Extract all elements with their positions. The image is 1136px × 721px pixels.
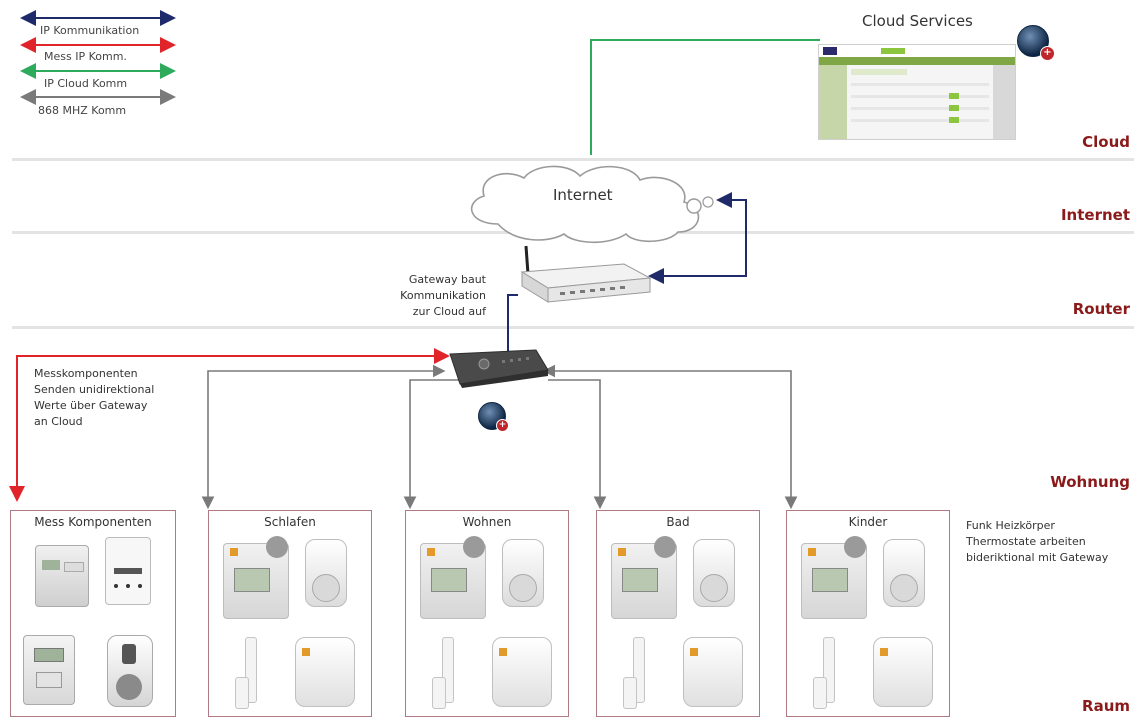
radio-line-wohnen	[403, 379, 460, 510]
room-title: Kinder	[848, 515, 888, 529]
brand-logo	[302, 648, 310, 656]
layer-separator-cloud	[12, 158, 1134, 161]
gateway-note-line: zur Cloud auf	[412, 305, 486, 318]
mess-gateway-line	[9, 348, 450, 502]
badge-icon: +	[496, 419, 509, 432]
room-title: Schlafen	[264, 515, 316, 529]
thermostat-icon	[611, 536, 677, 619]
layer-separator-router	[12, 326, 1134, 329]
brand-logo	[880, 648, 888, 656]
radio-line-schlafen	[201, 364, 446, 510]
legend-label-ip: IP Kommunikation	[40, 24, 140, 37]
thermostat-icon	[873, 637, 933, 707]
plug-socket	[700, 574, 728, 602]
thermostat-icon	[683, 637, 743, 707]
brand-logo	[499, 648, 507, 656]
mess-note: Messkomponenten Senden unidirektional We…	[34, 366, 154, 430]
thermostat-icon	[223, 536, 289, 619]
internet-router-line	[648, 192, 747, 284]
plug-icon	[883, 539, 925, 607]
room-kinder: Kinder	[786, 510, 950, 717]
mess-note-line: Messkomponenten	[34, 367, 138, 380]
meter-icon	[23, 635, 75, 705]
sensor-icon	[432, 677, 446, 709]
meter-icon	[105, 537, 151, 605]
plug-icon	[502, 539, 544, 607]
room-bad: Bad	[596, 510, 760, 717]
layer-label-cloud: Cloud	[1082, 133, 1130, 151]
room-schlafen: Schlafen	[208, 510, 372, 717]
gateway-note-line: Kommunikation	[400, 289, 486, 302]
plug-icon	[305, 539, 347, 607]
layer-label-internet: Internet	[1060, 206, 1130, 224]
thermostat-display	[431, 568, 467, 592]
brand-logo	[808, 548, 816, 556]
thermostat-knob	[654, 536, 676, 558]
cloud-icon	[470, 165, 714, 244]
thermostat-note-line: Thermostate arbeiten	[966, 535, 1086, 548]
mess-note-line: Senden unidirektional	[34, 383, 155, 396]
brand-logo	[230, 548, 238, 556]
thermostat-note-line: Funk Heizkörper	[966, 519, 1055, 532]
thermostat-icon	[420, 536, 486, 619]
thermostat-note: Funk Heizkörper Thermostate arbeiten bid…	[966, 518, 1108, 566]
cloud-services-title: Cloud Services	[862, 12, 973, 30]
badge-icon: +	[1040, 46, 1055, 61]
router-gateway-line	[507, 294, 518, 356]
room-mess-komponenten: Mess Komponenten	[10, 510, 176, 717]
thermostat-knob	[844, 536, 866, 558]
plug-icon	[693, 539, 735, 607]
cloud-dashboard-thumbnail	[818, 44, 1016, 140]
room-title: Mess Komponenten	[34, 515, 152, 529]
thermostat-display	[812, 568, 848, 592]
radio-line-kinder	[542, 364, 798, 510]
brand-logo	[690, 648, 698, 656]
thermostat-note-line: bideriktional mit Gateway	[966, 551, 1109, 564]
layer-label-wohnung: Wohnung	[1050, 473, 1130, 491]
thermostat-display	[234, 568, 270, 592]
gateway-note-line: Gateway baut	[408, 273, 486, 286]
sensor-icon	[623, 677, 637, 709]
room-title: Wohnen	[462, 515, 512, 529]
sensor-icon	[813, 677, 827, 709]
thermostat-icon	[295, 637, 355, 707]
legend-label-mess: Mess IP Komm.	[44, 50, 127, 63]
thermostat-icon	[801, 536, 867, 619]
router-icon	[520, 245, 652, 303]
plug-socket	[312, 574, 340, 602]
mess-note-line: Werte über Gateway	[34, 399, 148, 412]
thermostat-knob	[463, 536, 485, 558]
gateway-icon	[449, 349, 549, 388]
layer-label-router: Router	[1072, 300, 1130, 318]
plug-socket	[890, 574, 918, 602]
radio-line-bad	[548, 379, 607, 510]
brand-logo	[618, 548, 626, 556]
mess-note-line: an Cloud	[34, 415, 83, 428]
legend-label-cloud: IP Cloud Komm	[44, 77, 128, 90]
thermostat-knob	[266, 536, 288, 558]
thermostat-display	[622, 568, 658, 592]
layer-label-raum: Raum	[1082, 697, 1130, 715]
internet-cloud-label: Internet	[553, 186, 613, 204]
brand-logo	[427, 548, 435, 556]
legend-label-868: 868 MHZ Komm	[38, 104, 127, 117]
cloud-link-line	[590, 39, 820, 155]
sensor-icon	[235, 677, 249, 709]
thermostat-icon	[492, 637, 552, 707]
room-wohnen: Wohnen	[405, 510, 569, 717]
plug-icon	[107, 635, 153, 707]
gateway-note: Gateway baut Kommunikation zur Cloud auf	[380, 272, 486, 320]
room-title: Bad	[666, 515, 690, 529]
meter-icon	[35, 545, 89, 607]
plug-socket	[509, 574, 537, 602]
